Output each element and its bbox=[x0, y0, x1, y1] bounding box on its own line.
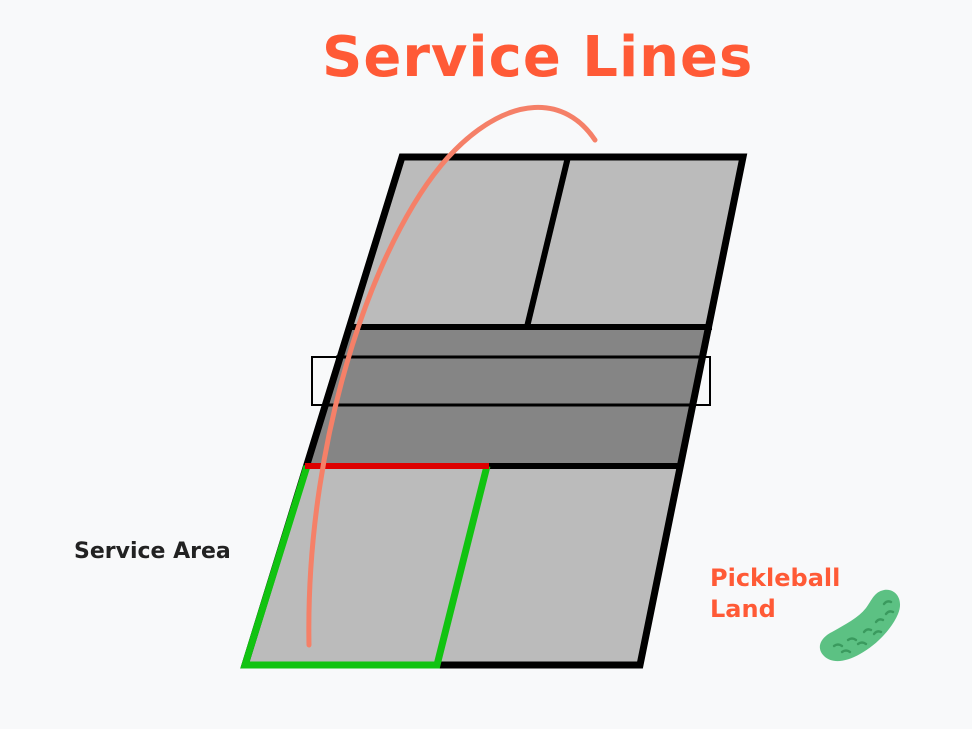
pickle-body bbox=[819, 589, 901, 662]
brand-line-2: Land bbox=[710, 595, 776, 624]
far-centerline bbox=[524, 156, 571, 328]
service-area-label: Service Area bbox=[74, 539, 231, 564]
brand-logo-text: Pickleball Land bbox=[710, 563, 840, 625]
pickle-bumps bbox=[832, 600, 895, 654]
pickle-icon bbox=[819, 589, 901, 662]
page-title: Service Lines bbox=[322, 25, 754, 90]
service-area-outline bbox=[240, 464, 491, 669]
kitchen-zone bbox=[309, 327, 712, 466]
ball-path-arc bbox=[306, 105, 598, 648]
brand-line-1: Pickleball bbox=[710, 564, 841, 592]
